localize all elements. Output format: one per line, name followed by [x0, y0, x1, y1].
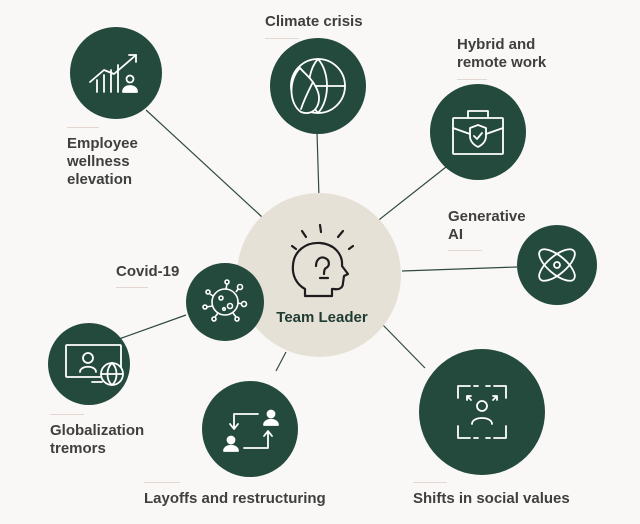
- label-wellness-underline: [67, 127, 99, 128]
- label-layoffs-underline: [144, 482, 180, 483]
- label-climate-underline: [265, 38, 299, 39]
- node-covid[interactable]: [186, 263, 264, 341]
- node-hybrid[interactable]: [430, 84, 526, 180]
- label-globalization: Globalization tremors: [50, 422, 145, 457]
- label-covid-underline: [116, 287, 148, 288]
- connectors: [118, 109, 518, 372]
- label-globalization-underline: [50, 414, 84, 415]
- label-genai: Generative AI: [448, 208, 526, 243]
- person-focus-icon: [457, 385, 507, 439]
- label-hybrid: Hybrid and remote work: [457, 36, 547, 71]
- label-layoffs: Layoffs and restructuring: [144, 490, 326, 507]
- briefcase-shield-icon: [452, 110, 504, 155]
- node-layoffs[interactable]: [202, 381, 298, 477]
- connector-genai: [401, 266, 518, 272]
- node-social[interactable]: [419, 349, 545, 475]
- connector-layoffs: [275, 351, 287, 372]
- virus-icon: [202, 279, 248, 322]
- monitor-globe-icon: [65, 344, 124, 386]
- leaf-globe-icon: [290, 58, 346, 114]
- growth-chart-person-icon: [89, 54, 138, 93]
- center-node: [237, 193, 401, 357]
- label-hybrid-underline: [457, 79, 487, 80]
- connector-hybrid: [374, 166, 447, 224]
- node-genai[interactable]: [517, 225, 597, 305]
- head-with-lightbulb-icon: [290, 223, 355, 298]
- atom-icon: [538, 248, 576, 282]
- label-genai-underline: [448, 250, 482, 251]
- connector-climate: [316, 131, 320, 199]
- connector-globalization: [118, 314, 187, 340]
- center-label: Team Leader: [276, 309, 368, 326]
- label-social-underline: [413, 482, 447, 483]
- connector-wellness: [145, 109, 263, 218]
- label-social: Shifts in social values: [413, 490, 570, 507]
- label-wellness: Employee wellness elevation: [67, 135, 138, 188]
- connector-social: [381, 323, 426, 369]
- label-covid: Covid-19: [116, 263, 180, 280]
- people-exchange-icon: [223, 409, 279, 452]
- label-climate: Climate crisis: [265, 13, 363, 30]
